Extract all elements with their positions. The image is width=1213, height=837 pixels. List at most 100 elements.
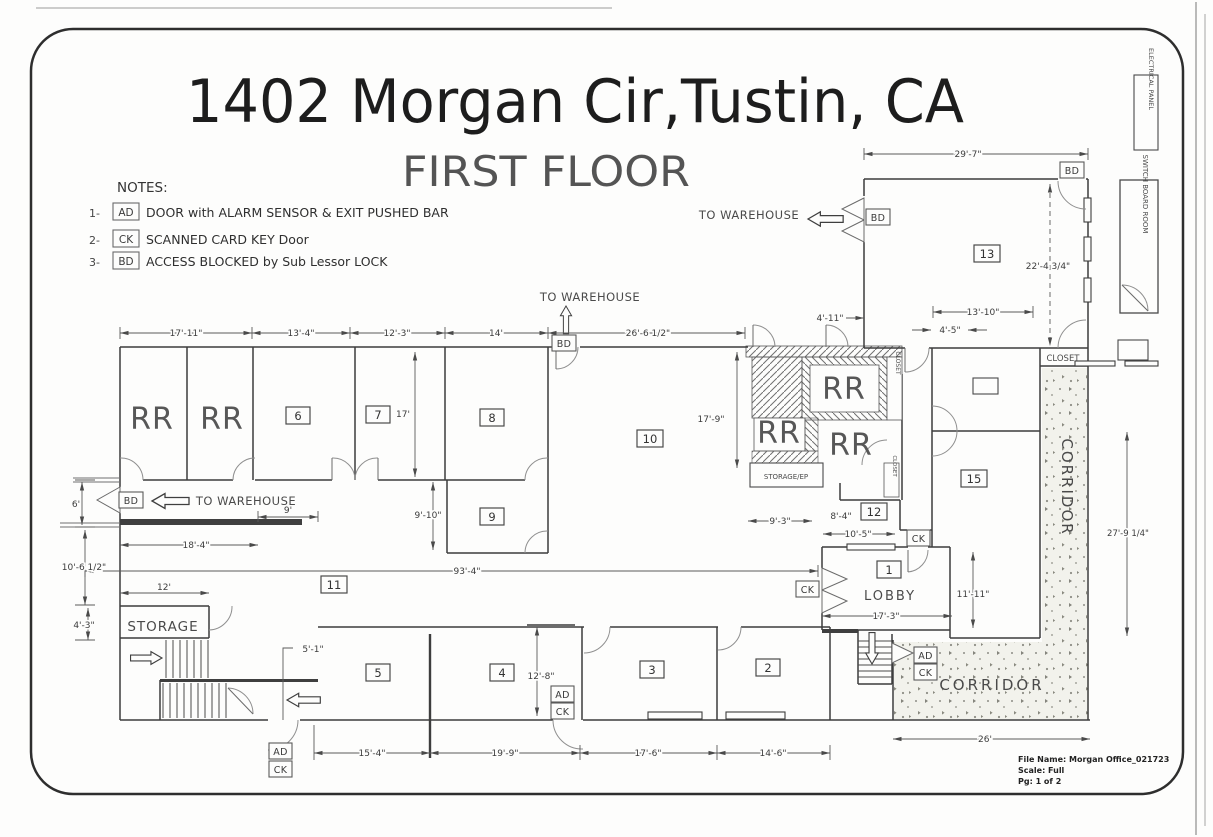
walls-bottom-rooms: [120, 605, 894, 720]
svg-text:5'-1": 5'-1": [302, 645, 323, 655]
svg-text:13'-4": 13'-4": [287, 329, 314, 339]
file-name: File Name: Morgan Office_021723: [1018, 755, 1169, 764]
svg-text:15: 15: [967, 472, 982, 486]
bd-tag-room13-left: BD: [865, 208, 891, 226]
notes-legend: NOTES: 1- AD DOOR with ALARM SENSOR & EX…: [89, 180, 449, 270]
room-numbers: 6 7 8 9 10 11 12 13 15 5 4 3 2 1: [285, 244, 1001, 682]
svg-text:9'-3": 9'-3": [769, 517, 790, 527]
hatched-zones: [745, 345, 903, 464]
svg-text:22'-4 3/4": 22'-4 3/4": [1026, 262, 1070, 272]
stair-top-bar: [822, 629, 858, 633]
lobby-counter-sill: [846, 543, 896, 551]
svg-text:CLOSET: CLOSET: [891, 455, 897, 477]
svg-text:9'-10": 9'-10": [414, 511, 441, 521]
svg-text:CLOSET: CLOSET: [1046, 354, 1080, 364]
svg-text:BD: BD: [118, 256, 133, 268]
svg-text:AD: AD: [273, 747, 287, 758]
svg-text:CK: CK: [912, 534, 926, 545]
title-block: File Name: Morgan Office_021723 Scale: F…: [1018, 755, 1169, 786]
page-title: 1402 Morgan Cir,Tustin, CA: [186, 67, 964, 137]
room-number-5: 5: [365, 663, 391, 682]
svg-text:93'-4": 93'-4": [453, 567, 480, 577]
svg-text:13'-10": 13'-10": [967, 308, 1000, 318]
page-number: Pg: 1 of 2: [1018, 777, 1061, 786]
ad-tag-room4: AD: [550, 685, 575, 703]
svg-text:ELECTRICAL PANEL: ELECTRICAL PANEL: [1147, 48, 1155, 110]
area-labels: LOBBY STORAGE STORAGE/EP CLOSET CLOSET C…: [127, 48, 1159, 694]
note-2-num: 2-: [89, 234, 100, 247]
note-3-num: 3-: [89, 256, 100, 269]
room-number-15: 15: [960, 469, 988, 488]
svg-text:3: 3: [648, 663, 655, 677]
svg-text:CORRIDOR: CORRIDOR: [1058, 438, 1076, 535]
room-number-6: 6: [285, 406, 311, 425]
svg-text:6: 6: [294, 409, 301, 423]
svg-text:RR: RR: [200, 402, 244, 437]
bd-tag-mid-top: BD: [551, 334, 577, 352]
svg-text:SWITCH BOARD ROOM: SWITCH BOARD ROOM: [1141, 155, 1149, 234]
stair-mid-wall-bar: [160, 679, 318, 682]
doors: [95, 180, 1149, 751]
room-number-10: 10: [636, 429, 664, 448]
note-3-text: ACCESS BLOCKED by Sub Lessor LOCK: [146, 254, 388, 269]
svg-text:4: 4: [498, 666, 505, 680]
walls-band1: [119, 346, 1090, 721]
svg-text:17'-11": 17'-11": [170, 329, 203, 339]
svg-text:4'-11": 4'-11": [816, 314, 843, 324]
room-number-2: 2: [755, 658, 781, 677]
svg-text:13: 13: [980, 247, 995, 261]
svg-text:BD: BD: [124, 496, 138, 507]
bars-and-sills: [120, 197, 1092, 720]
svg-text:4'-5": 4'-5": [939, 326, 960, 336]
svg-text:11: 11: [327, 578, 342, 592]
svg-text:15'-4": 15'-4": [358, 749, 385, 759]
svg-text:RR: RR: [130, 402, 174, 437]
warehouse-double-door-upper: [840, 197, 865, 221]
room-number-4: 4: [489, 663, 515, 682]
stair-run-2: [162, 683, 227, 718]
wall-panel-1: [1083, 197, 1092, 223]
stair-door-leaf: [891, 642, 915, 664]
wall-panel-3: [1083, 277, 1092, 303]
svg-text:BD: BD: [871, 213, 885, 224]
restroom-labels: RR RR RR RR RR: [130, 372, 873, 463]
svg-text:RR: RR: [822, 372, 866, 407]
svg-text:9': 9': [284, 506, 292, 516]
svg-text:RR: RR: [757, 416, 801, 451]
svg-text:BD: BD: [1065, 166, 1079, 177]
svg-text:10'-6 1/2": 10'-6 1/2": [62, 563, 106, 573]
svg-text:RR: RR: [829, 428, 873, 463]
svg-text:19'-9": 19'-9": [491, 749, 518, 759]
room-number-9: 9: [479, 507, 505, 526]
svg-text:18'-4": 18'-4": [182, 541, 209, 551]
dimension-ticks: [75, 148, 1089, 760]
svg-text:STORAGE: STORAGE: [127, 619, 198, 635]
svg-text:17'-9": 17'-9": [697, 415, 724, 425]
door-tags: BD BD BD BD CK CK AD CK AD CK AD CK: [118, 161, 1085, 778]
room3-window-sill: [647, 711, 703, 720]
ck-tag-bottom-left: CK: [268, 760, 293, 778]
svg-text:14': 14': [489, 329, 503, 339]
room-number-1: 1: [876, 560, 902, 579]
svg-text:CK: CK: [556, 707, 570, 718]
bd-legend-tag: BD: [112, 251, 140, 270]
svg-text:AD: AD: [555, 690, 569, 701]
svg-text:2: 2: [764, 661, 771, 675]
svg-text:6': 6': [72, 500, 80, 510]
ck-legend-tag: CK: [112, 229, 140, 248]
svg-text:CK: CK: [801, 585, 815, 596]
ad-tag-bottom-left: AD: [268, 742, 293, 760]
room-number-8: 8: [479, 408, 505, 427]
svg-text:11'-11": 11'-11": [957, 590, 990, 600]
room14-desk: [972, 377, 999, 395]
ck-tag-lobby-left: CK: [795, 580, 820, 598]
bd-tag-left-wall: BD: [118, 491, 144, 509]
svg-text:BD: BD: [557, 339, 571, 350]
svg-text:29'-7": 29'-7": [954, 150, 981, 160]
svg-text:TO WAREHOUSE: TO WAREHOUSE: [539, 290, 640, 304]
svg-text:AD: AD: [918, 651, 932, 662]
svg-text:1: 1: [885, 563, 892, 577]
svg-text:17'-6": 17'-6": [634, 749, 661, 759]
